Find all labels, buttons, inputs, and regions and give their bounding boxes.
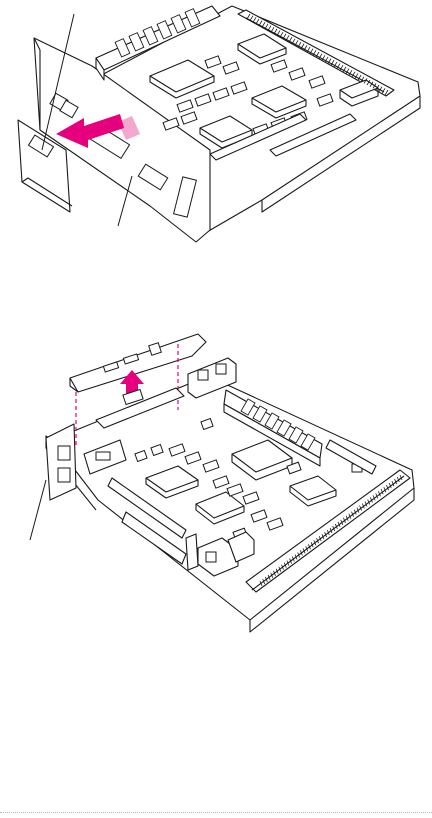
leader-line-2 xyxy=(30,480,46,540)
port-bracket-2 xyxy=(46,424,76,500)
page-bottom-rule xyxy=(0,812,432,813)
panel-2-lift-cover xyxy=(30,334,414,632)
panel-1-remove-cover xyxy=(18,6,420,242)
